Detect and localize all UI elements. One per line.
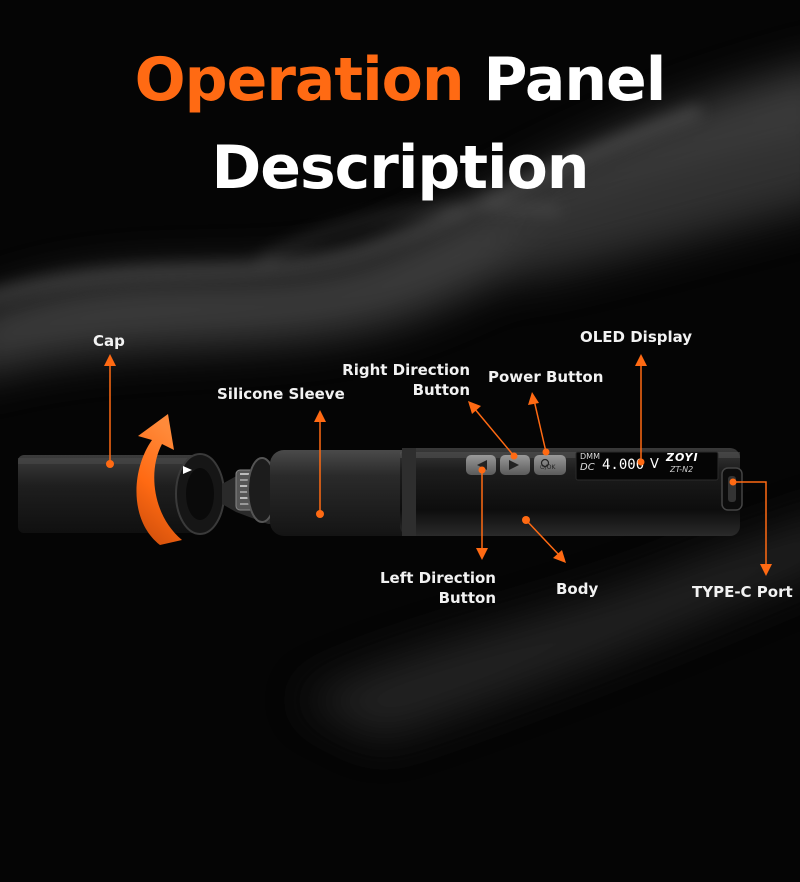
left-arrow-icon — [477, 460, 487, 470]
model-label: ZT-N2 — [670, 465, 694, 474]
page-title-line1: Operation Panel — [0, 50, 800, 110]
cap-arrow-marker-icon — [183, 466, 192, 474]
label-silicone-sleeve: Silicone Sleeve — [217, 385, 345, 403]
silicone-sleeve-part — [270, 450, 420, 536]
oled-display — [575, 451, 719, 481]
brand-logo: ZOYI — [666, 451, 699, 464]
right-direction-callout-arrow-icon — [468, 401, 481, 414]
label-right-direction-line1: Right Direction — [342, 361, 470, 379]
label-left-direction-button: Left Direction Button — [366, 568, 496, 608]
title-word-panel: Panel — [483, 45, 666, 115]
label-oled-display: OLED Display — [580, 328, 693, 346]
display-prefix: DC — [580, 462, 595, 473]
rotation-arrow-icon — [136, 414, 182, 545]
display-unit: V — [650, 457, 659, 472]
label-type-c-port: TYPE-C Port — [692, 583, 793, 601]
mode-indicator: DMM — [580, 452, 600, 461]
power-button-text: ⏻/OK — [540, 464, 556, 471]
left-direction-callout-arrow-icon — [476, 548, 488, 560]
label-body: Body — [556, 580, 599, 598]
sleeve-callout-arrow-icon — [314, 410, 326, 422]
display-value: 4.000 — [602, 457, 645, 473]
label-left-direction-line2: Button — [438, 589, 496, 607]
label-right-direction-button: Right Direction Button — [340, 360, 470, 400]
title-highlight-word: Operation — [134, 45, 465, 115]
label-power-button: Power Button — [488, 368, 604, 386]
typec-callout-arrow-icon — [760, 564, 772, 576]
power-icon — [540, 458, 550, 468]
oled-callout-arrow-icon — [635, 354, 647, 366]
cap-callout-arrow-icon — [104, 354, 116, 366]
page-title-line2: Description — [211, 133, 589, 203]
body-callout-arrow-icon — [553, 550, 566, 563]
label-left-direction-line1: Left Direction — [379, 569, 496, 587]
label-cap: Cap — [93, 332, 125, 350]
label-right-direction-line2: Button — [412, 381, 470, 399]
right-arrow-icon — [509, 460, 519, 470]
power-button[interactable] — [534, 455, 566, 475]
power-callout-arrow-icon — [528, 392, 539, 405]
